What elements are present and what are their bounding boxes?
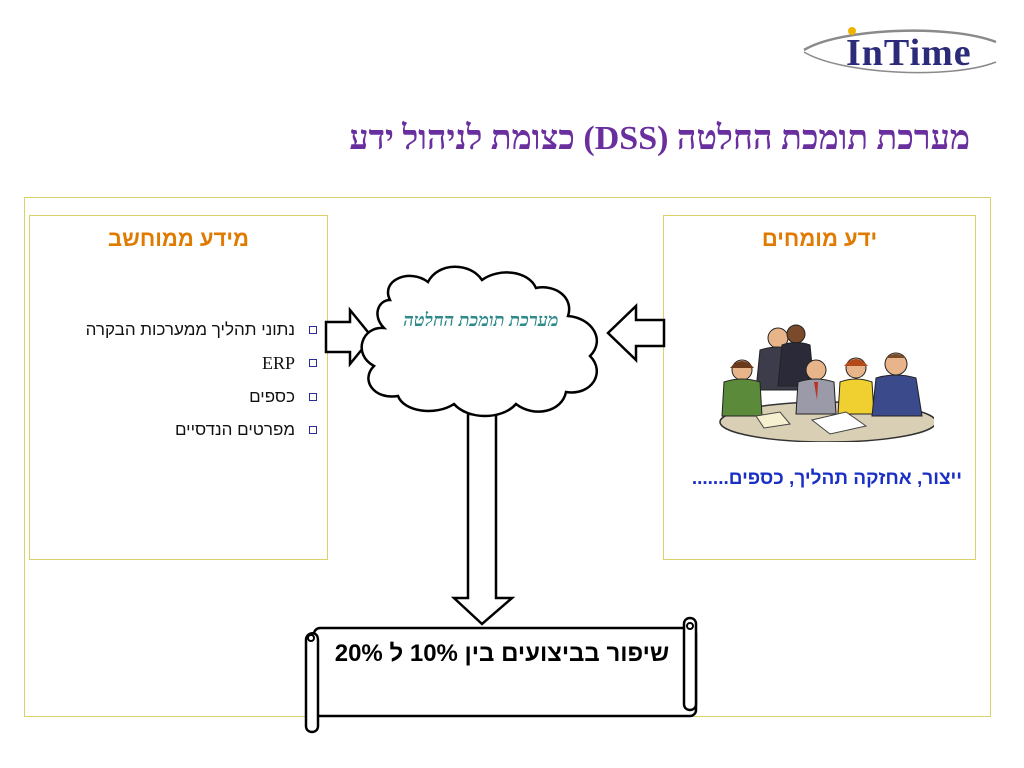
scroll-label: שיפור בביצועים בין 10% ל 20% [334,640,670,667]
slide-title: מערכת תומכת החלטה (DSS) כצומת לניהול ידע [349,120,970,157]
expert-knowledge-heading: ידע מומחים [761,226,878,251]
computerized-info-panel: מידע ממוחשב נתוני תהליך ממערכות הבקרה ER… [29,215,328,560]
list-item: ERP [81,351,321,376]
list-item-text: כספים [249,387,295,406]
list-item: נתוני תהליך ממערכות הבקרה [81,318,321,342]
square-bullet-icon [309,426,317,434]
intime-logo-swoosh-icon [803,27,997,74]
computerized-info-heading: מידע ממוחשב [108,226,249,251]
expert-knowledge-text: ייצור, אחזקה תהליך, כספים....... [691,468,962,489]
list-item-text: מפרטים הנדסיים [174,420,295,439]
list-item: מפרטים הנדסיים [81,418,321,442]
computerized-info-list: נתוני תהליך ממערכות הבקרה ERP כספים מפרט… [81,318,321,451]
list-item-text: ERP [261,353,295,373]
square-bullet-icon [309,359,317,367]
square-bullet-icon [309,326,317,334]
intime-logo-text: InTime [846,32,972,74]
cloud-label: מערכת תומכת החלטה [403,310,559,330]
square-bullet-icon [309,393,317,401]
list-item-text: נתוני תהליך ממערכות הבקרה [85,320,295,339]
list-item: כספים [81,385,321,409]
business-meeting-clipart-icon [719,324,934,442]
